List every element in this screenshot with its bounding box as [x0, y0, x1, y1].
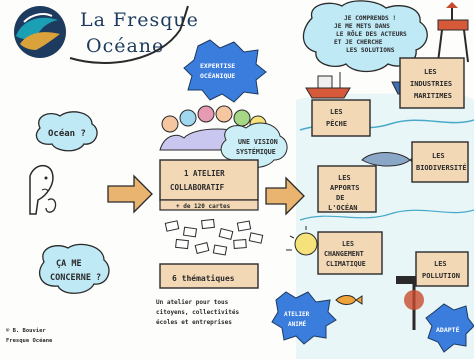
theme-changement-text: Les changement climatique — [324, 240, 368, 268]
arrow-left — [107, 174, 153, 214]
je-comprends-line: le rôle des acteurs — [336, 29, 407, 38]
theme-box-industries — [399, 57, 465, 109]
atelier-box — [159, 159, 259, 211]
theme-biodiversite-line: biodiversité — [416, 163, 467, 172]
theme-changement-line: climatique — [326, 260, 366, 268]
atelier-text: 1 atelier collaboratif — [170, 169, 229, 192]
vision-line: Une vision — [238, 138, 278, 146]
expertise-badge — [183, 39, 267, 103]
atelier-anime-line: Atelier — [284, 311, 310, 318]
footnote-line: Un atelier pour tous — [156, 299, 229, 306]
vision-text: Une vision systémique — [236, 138, 282, 156]
credit-line2: Fresque Océane — [6, 337, 53, 344]
ca-me-concerne-line: Ça me — [56, 259, 82, 269]
expertise-text: Expertise Océanique — [200, 62, 239, 80]
oil-rig-underwater-icon — [396, 276, 432, 330]
expertise-line: Expertise — [200, 62, 235, 70]
expertise-line: Océanique — [200, 71, 235, 80]
atelier-line: collaboratif — [170, 183, 225, 192]
theme-industries-text: Les industries maritimes — [410, 68, 456, 100]
fishing-boat-icon — [305, 72, 351, 99]
ca-me-concerne-line: concerne ? — [50, 273, 101, 283]
ca-me-concerne-text: Ça me concerne ? — [50, 259, 101, 283]
atelier-anime-text: Atelier animé — [284, 311, 313, 328]
logo-title-line1: La Fresque — [80, 9, 199, 31]
oil-platform-icon — [437, 2, 469, 63]
footnote-line: écoles et entreprises — [156, 319, 232, 326]
thematiques-box — [159, 263, 259, 289]
cards-illustration — [164, 218, 264, 256]
logo — [14, 6, 66, 58]
theme-industries-line: maritimes — [414, 92, 452, 100]
theme-pollution-line: pollution — [422, 272, 460, 280]
theme-box-biodiversite — [411, 141, 469, 183]
atelier-line: 1 atelier — [184, 169, 225, 178]
theme-peche-text: Les pêche — [326, 108, 347, 128]
theme-industries-line: Les — [424, 68, 437, 76]
fish-icon — [335, 295, 363, 305]
je-comprends-line: Je me mets dans — [334, 23, 390, 30]
theme-biodiversite-text: Les biodiversité — [416, 152, 467, 172]
vision-line: systémique — [236, 147, 276, 156]
credit-line1: © B. Bouvier — [6, 328, 46, 334]
atelier-anime-badge — [271, 291, 337, 345]
logo-title-line2: Océane — [86, 35, 164, 57]
theme-pollution-line: Les — [434, 260, 447, 268]
footnote-line: citoyens, collectivités — [156, 309, 239, 316]
thematiques-text: 6 thématiques — [172, 273, 235, 283]
theme-box-peche — [311, 99, 371, 137]
theme-apports-line: apports — [330, 184, 360, 192]
sun-icon — [286, 226, 318, 256]
je-comprends-line: les solutions — [346, 47, 395, 54]
theme-box-changement — [317, 231, 383, 275]
footnote-text: Un atelier pour tous citoyens, collectiv… — [156, 299, 243, 326]
theme-box-pollution — [415, 251, 469, 287]
theme-pollution-text: Les pollution — [422, 260, 460, 280]
je-comprends-line: Je comprends ! — [344, 15, 396, 22]
je-comprends-line: et je cherche — [334, 39, 383, 46]
je-comprends-text: Je comprends ! Je me mets dans le rôle d… — [334, 15, 411, 54]
arrow-right — [265, 176, 305, 216]
logo-swoosh — [69, 5, 189, 64]
adapte-badge — [425, 303, 474, 353]
theme-box-apports — [317, 165, 377, 213]
theme-apports-line: de — [336, 194, 344, 202]
theme-apports-line: l'océan — [328, 203, 358, 212]
atelier-anime-line: animé — [288, 320, 306, 328]
theme-peche-line: pêche — [326, 119, 347, 128]
ocean-question-text: Océan ? — [48, 128, 86, 139]
theme-apports-text: Les apports de l'océan — [328, 174, 364, 212]
je-comprends-bubble — [302, 0, 428, 73]
theme-peche-line: Les — [330, 108, 343, 116]
theme-changement-line: Les — [342, 240, 354, 248]
thinking-person-icon — [29, 164, 57, 215]
ocean-question-bubble — [35, 111, 98, 152]
theme-biodiversite-line: Les — [432, 152, 445, 160]
adapte-text: Adapté — [436, 325, 460, 334]
duration-text: + de 120 cartes — [176, 203, 231, 210]
theme-apports-line: Les — [338, 174, 351, 182]
theme-changement-line: changement — [324, 250, 364, 258]
theme-industries-line: industries — [410, 80, 452, 88]
ca-me-concerne-bubble — [39, 243, 110, 294]
